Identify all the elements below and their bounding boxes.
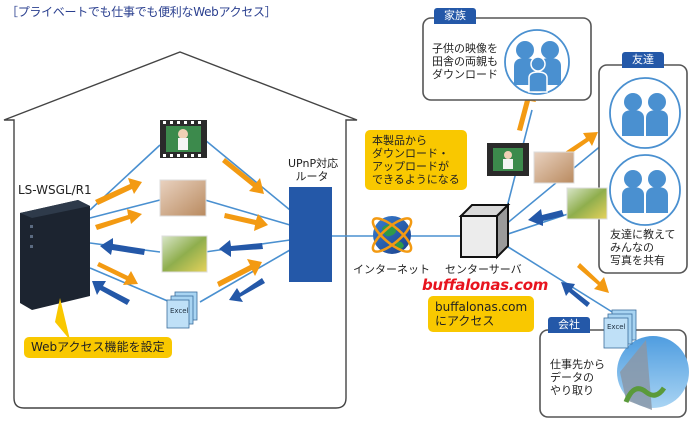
product-note-line: アップロードが: [372, 160, 449, 173]
video-thumbnail: [160, 120, 207, 158]
server-label: センターサーバ: [445, 263, 522, 276]
excel-file-icon-company: [603, 309, 637, 349]
photo-thumbnail-dog-shared: [533, 151, 575, 184]
globe-icon: [371, 216, 413, 254]
company-tag: 会社: [548, 317, 590, 333]
photo-thumbnail-dog: [159, 179, 207, 217]
company-text-line: やり取り: [550, 384, 594, 397]
photo-thumbnail-flower: [161, 235, 208, 273]
product-note: 本製品から ダウンロード・ アップロードが できるようになる: [365, 130, 467, 190]
internet-label: インターネット: [353, 263, 430, 276]
video-thumbnail-shared: [487, 143, 529, 176]
company-card: [539, 329, 689, 418]
router-label-line1: UPnP対応: [288, 157, 339, 170]
friends-card: [598, 64, 688, 274]
callout-pointer: [55, 298, 70, 340]
buffalonas-url[interactable]: buffalonas.com: [422, 276, 549, 294]
center-server: [458, 202, 511, 260]
url-access-note: buffalonas.com にアクセス: [428, 296, 535, 332]
url-note-line: buffalonas.com: [435, 300, 528, 314]
excel-label-home: Excel: [170, 307, 189, 315]
excel-file-icon-home: [166, 291, 198, 329]
device-label: LS-WSGL/R1: [18, 183, 92, 197]
url-note-line: にアクセス: [435, 314, 495, 328]
router: [289, 187, 332, 282]
web-access-callout: Webアクセス機能を設定: [24, 337, 172, 358]
diagram-title: ［プライベートでも仕事でも便利なWebアクセス］: [6, 5, 277, 19]
family-card: [422, 17, 592, 101]
family-tag: 家族: [434, 8, 476, 24]
family-text-line: 子供の映像を: [432, 42, 498, 55]
router-label: UPnP対応 ルータ: [288, 157, 339, 183]
family-text-line: ダウンロード: [432, 68, 498, 81]
family-text-line: 田舎の両親も: [432, 55, 498, 68]
photo-thumbnail-flower-shared: [566, 187, 608, 220]
product-note-line: ダウンロード・: [372, 147, 449, 160]
friends-text-line: みんなの: [610, 241, 654, 254]
friends-text: 友達に教えて みんなの 写真を共有: [610, 228, 675, 267]
house-outline: [3, 51, 358, 409]
download-arrows: [92, 209, 590, 307]
nas-device: [20, 200, 90, 310]
company-text-line: データの: [550, 371, 594, 384]
friends-text-line: 写真を共有: [610, 254, 665, 267]
excel-label-company: Excel: [607, 323, 626, 331]
product-note-line: できるようになる: [372, 173, 460, 186]
family-text: 子供の映像を 田舎の両親も ダウンロード: [432, 42, 498, 81]
company-text: 仕事先から データの やり取り: [550, 358, 605, 397]
friends-text-line: 友達に教えて: [610, 228, 676, 241]
router-label-line2: ルータ: [295, 170, 329, 183]
company-text-line: 仕事先から: [550, 358, 605, 371]
friends-tag: 友達: [622, 52, 664, 68]
product-note-line: 本製品から: [372, 134, 427, 147]
